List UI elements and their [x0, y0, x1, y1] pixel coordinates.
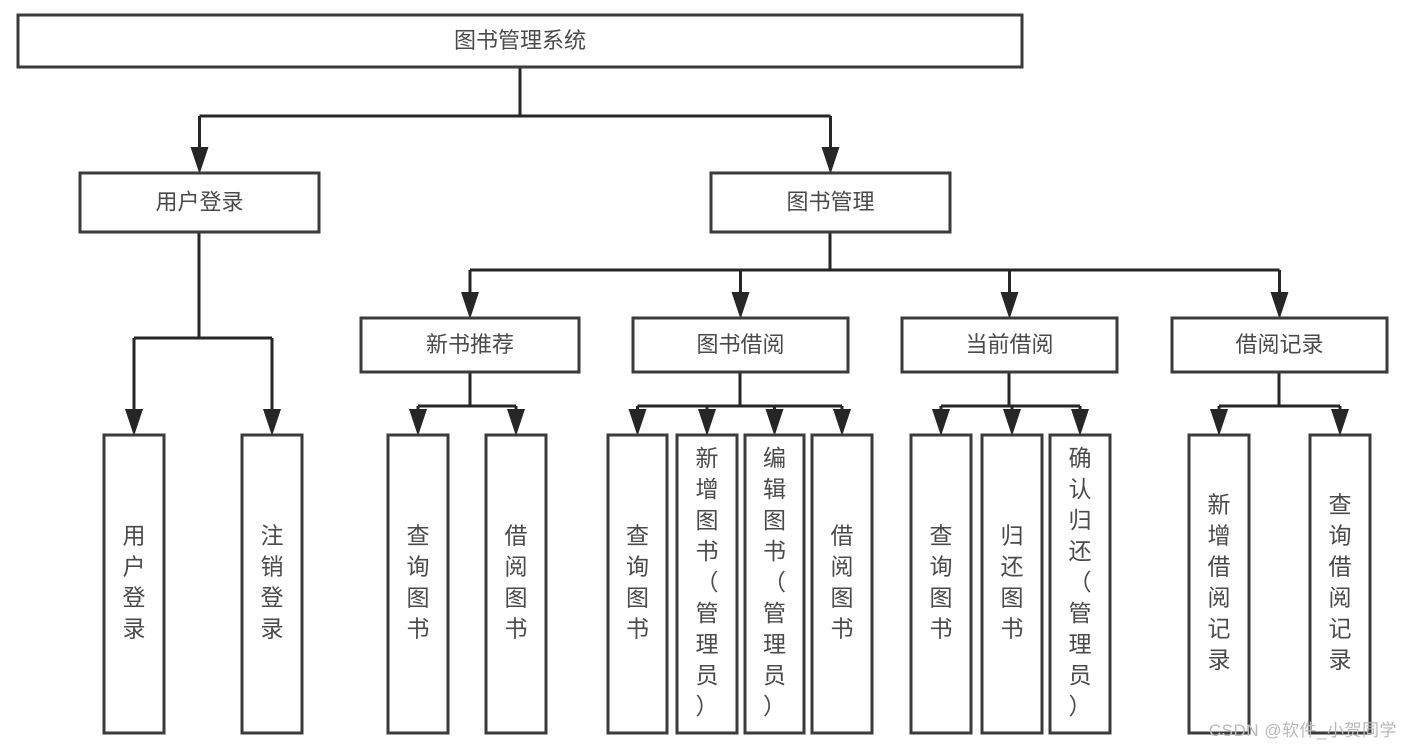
- arrow-head-icon: [932, 409, 950, 436]
- connector-group-book_manage: [461, 232, 1289, 319]
- arrow-head-icon: [821, 147, 840, 174]
- node-label: 查询图书: [930, 523, 953, 642]
- node-book-manage[interactable]: 图书管理: [709, 171, 952, 234]
- node-leaf-return-book[interactable]: 归还图书: [980, 433, 1044, 735]
- node-leaf-query-book-borrow[interactable]: 查询图书: [606, 433, 669, 735]
- arrow-head-icon: [628, 409, 647, 436]
- node-label: 新增图书（管理员）: [696, 445, 719, 719]
- connector-group-book_borrow: [628, 372, 851, 436]
- node-label: 确认归还（管理员）: [1069, 445, 1092, 719]
- arrow-head-icon: [461, 292, 479, 319]
- arrow-head-icon: [263, 409, 281, 436]
- node-box[interactable]: [709, 171, 952, 234]
- node-box[interactable]: [1187, 433, 1251, 735]
- arrow-head-icon: [1003, 409, 1021, 436]
- arrow-head-icon: [698, 409, 716, 436]
- connectors-layer: [125, 67, 1349, 436]
- node-leaf-confirm-return[interactable]: 确认归还（管理员）: [1048, 433, 1112, 735]
- arrow-head-icon: [409, 409, 427, 436]
- connector-group-root: [190, 67, 840, 174]
- node-new-book-recommend[interactable]: 新书推荐: [359, 316, 581, 374]
- node-leaf-edit-book[interactable]: 编辑图书（管理员）: [743, 433, 806, 735]
- node-label: 借阅图书: [831, 523, 854, 642]
- node-box[interactable]: [631, 316, 850, 374]
- node-label: 用户登录: [155, 189, 243, 214]
- node-root[interactable]: 图书管理系统: [16, 13, 1024, 69]
- connector-group-new_book_recommend: [409, 372, 525, 436]
- node-box[interactable]: [359, 316, 581, 374]
- connector-group-current_borrow: [932, 372, 1089, 436]
- arrow-head-icon: [731, 292, 750, 319]
- node-box[interactable]: [743, 433, 806, 735]
- node-label: 图书管理: [786, 189, 874, 214]
- node-label: 图书管理系统: [454, 28, 586, 53]
- node-box[interactable]: [1170, 316, 1389, 374]
- node-box[interactable]: [1308, 433, 1372, 735]
- node-box[interactable]: [675, 433, 739, 735]
- node-current-borrow[interactable]: 当前借阅: [900, 316, 1119, 374]
- node-leaf-query-book-cur[interactable]: 查询图书: [909, 433, 973, 735]
- arrow-head-icon: [833, 409, 851, 436]
- node-box[interactable]: [16, 13, 1024, 69]
- node-label: 查询图书: [626, 523, 649, 642]
- node-leaf-borrow-book[interactable]: 借阅图书: [810, 433, 874, 735]
- node-label: 查询借阅记录: [1329, 492, 1352, 673]
- arrow-head-icon: [1071, 409, 1089, 436]
- arrow-head-icon: [1210, 409, 1228, 436]
- node-leaf-query-book-rec[interactable]: 查询图书: [386, 433, 450, 735]
- arrow-head-icon: [1000, 292, 1019, 319]
- node-label: 归还图书: [1001, 523, 1024, 642]
- connector-group-user_login: [125, 232, 281, 436]
- node-box[interactable]: [240, 433, 304, 735]
- node-box[interactable]: [386, 433, 450, 735]
- node-box[interactable]: [900, 316, 1119, 374]
- node-label: 注销登录: [261, 523, 284, 642]
- arrow-head-icon: [507, 409, 525, 436]
- csdn-watermark: CSDN @软件_小贺同学: [1208, 721, 1397, 740]
- node-label: 借阅图书: [505, 523, 528, 642]
- node-label: 图书借阅: [696, 332, 784, 357]
- node-label: 新增借阅记录: [1208, 492, 1231, 673]
- nodes-layer: 图书管理系统用户登录图书管理新书推荐图书借阅当前借阅借阅记录用户登录注销登录查询…: [16, 13, 1389, 735]
- arrow-head-icon: [190, 147, 209, 174]
- node-box[interactable]: [606, 433, 669, 735]
- node-label: 新书推荐: [426, 332, 514, 357]
- node-label: 借阅记录: [1235, 332, 1323, 357]
- node-leaf-query-record[interactable]: 查询借阅记录: [1308, 433, 1372, 735]
- arrow-head-icon: [765, 409, 784, 436]
- node-label: 查询图书: [407, 523, 430, 642]
- node-box[interactable]: [78, 171, 321, 234]
- node-leaf-user-login[interactable]: 用户登录: [102, 433, 166, 735]
- arrow-head-icon: [1270, 292, 1289, 319]
- node-label: 编辑图书（管理员）: [763, 445, 786, 719]
- node-box[interactable]: [102, 433, 166, 735]
- node-box[interactable]: [909, 433, 973, 735]
- node-leaf-add-book[interactable]: 新增图书（管理员）: [675, 433, 739, 735]
- node-box[interactable]: [1048, 433, 1112, 735]
- arrow-head-icon: [1331, 409, 1349, 436]
- node-label: 当前借阅: [965, 332, 1053, 357]
- node-leaf-add-record[interactable]: 新增借阅记录: [1187, 433, 1251, 735]
- node-leaf-user-logout[interactable]: 注销登录: [240, 433, 304, 735]
- node-borrow-record[interactable]: 借阅记录: [1170, 316, 1389, 374]
- node-leaf-borrow-book-rec[interactable]: 借阅图书: [484, 433, 548, 735]
- node-box[interactable]: [810, 433, 874, 735]
- node-box[interactable]: [484, 433, 548, 735]
- node-label: 用户登录: [123, 523, 146, 642]
- node-book-borrow[interactable]: 图书借阅: [631, 316, 850, 374]
- node-box[interactable]: [980, 433, 1044, 735]
- arrow-head-icon: [125, 409, 143, 436]
- connector-group-borrow_record: [1210, 372, 1349, 436]
- node-user-login[interactable]: 用户登录: [78, 171, 321, 234]
